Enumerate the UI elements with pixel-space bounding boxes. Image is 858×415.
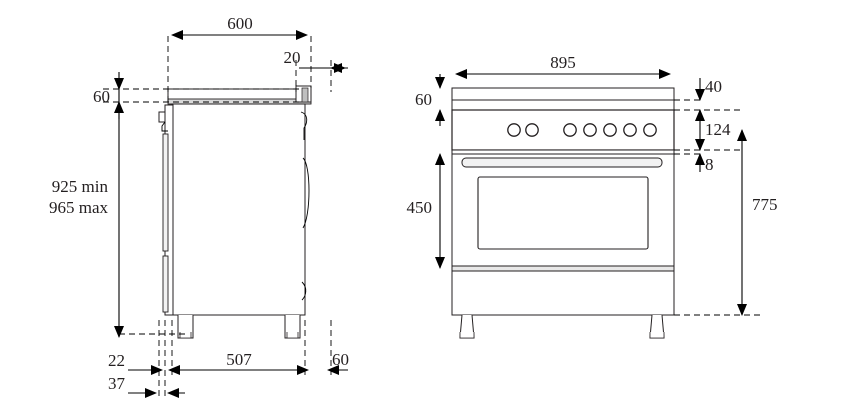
burner-knob-1[interactable] bbox=[507, 123, 521, 137]
dim-label-8: 8 bbox=[705, 155, 714, 174]
side-cooktop-edge bbox=[167, 98, 312, 105]
side-rear-profile-lower bbox=[301, 281, 307, 301]
dim-label-40: 40 bbox=[705, 77, 722, 96]
side-view-appliance bbox=[158, 85, 312, 339]
dim-label-600: 600 bbox=[227, 14, 253, 33]
dim-label-60-side: 60 bbox=[93, 87, 110, 106]
front-backguard bbox=[451, 87, 675, 101]
dim-label-965-max: 965 max bbox=[49, 198, 109, 217]
burner-knob-5[interactable] bbox=[603, 123, 617, 137]
side-view-dimensions: 600 20 60 925 min 965 max 22 507 60 bbox=[49, 14, 349, 400]
side-leg-front-foot bbox=[179, 332, 192, 339]
side-rear-profile-upper bbox=[300, 111, 308, 140]
front-worktop-band bbox=[451, 99, 675, 111]
dim-label-895: 895 bbox=[550, 53, 576, 72]
front-leg-right-foot bbox=[649, 332, 665, 339]
dim-label-37: 37 bbox=[108, 374, 126, 393]
side-rear-lip-shade bbox=[301, 87, 309, 103]
front-control-panel bbox=[451, 109, 675, 151]
dim-label-22: 22 bbox=[108, 351, 125, 370]
front-leg-left-foot bbox=[459, 332, 475, 339]
dim-label-925-min: 925 min bbox=[52, 177, 109, 196]
side-oven-door-handle bbox=[162, 133, 169, 252]
dim-label-124: 124 bbox=[705, 120, 731, 139]
dim-label-775: 775 bbox=[752, 195, 778, 214]
side-leg-rear-foot bbox=[286, 332, 299, 339]
side-control-underside bbox=[161, 121, 168, 132]
side-control-knob-profile bbox=[158, 111, 166, 123]
dim-label-450: 450 bbox=[407, 198, 433, 217]
burner-knob-2[interactable] bbox=[525, 123, 539, 137]
burner-knob-4[interactable] bbox=[583, 123, 597, 137]
dim-label-507: 507 bbox=[226, 350, 252, 369]
front-oven-window bbox=[477, 176, 649, 250]
side-rear-profile-middle bbox=[302, 157, 310, 229]
front-view-appliance bbox=[451, 87, 675, 339]
dim-label-20: 20 bbox=[284, 48, 301, 67]
front-oven-door-handle[interactable] bbox=[461, 157, 663, 168]
side-drawer-handle bbox=[162, 255, 169, 313]
dim-label-60-front: 60 bbox=[415, 90, 432, 109]
front-view-dimensions: 895 60 450 40 124 8 775 bbox=[407, 53, 778, 316]
front-storage-drawer bbox=[451, 270, 675, 316]
side-body-outline bbox=[171, 103, 306, 316]
burner-knob-3[interactable] bbox=[563, 123, 577, 137]
burner-knob-6[interactable] bbox=[623, 123, 637, 137]
front-drawer-trim bbox=[451, 265, 675, 272]
front-panel-trim bbox=[451, 149, 675, 155]
burner-knob-7[interactable] bbox=[643, 123, 657, 137]
dim-label-60-bottom: 60 bbox=[332, 350, 349, 369]
